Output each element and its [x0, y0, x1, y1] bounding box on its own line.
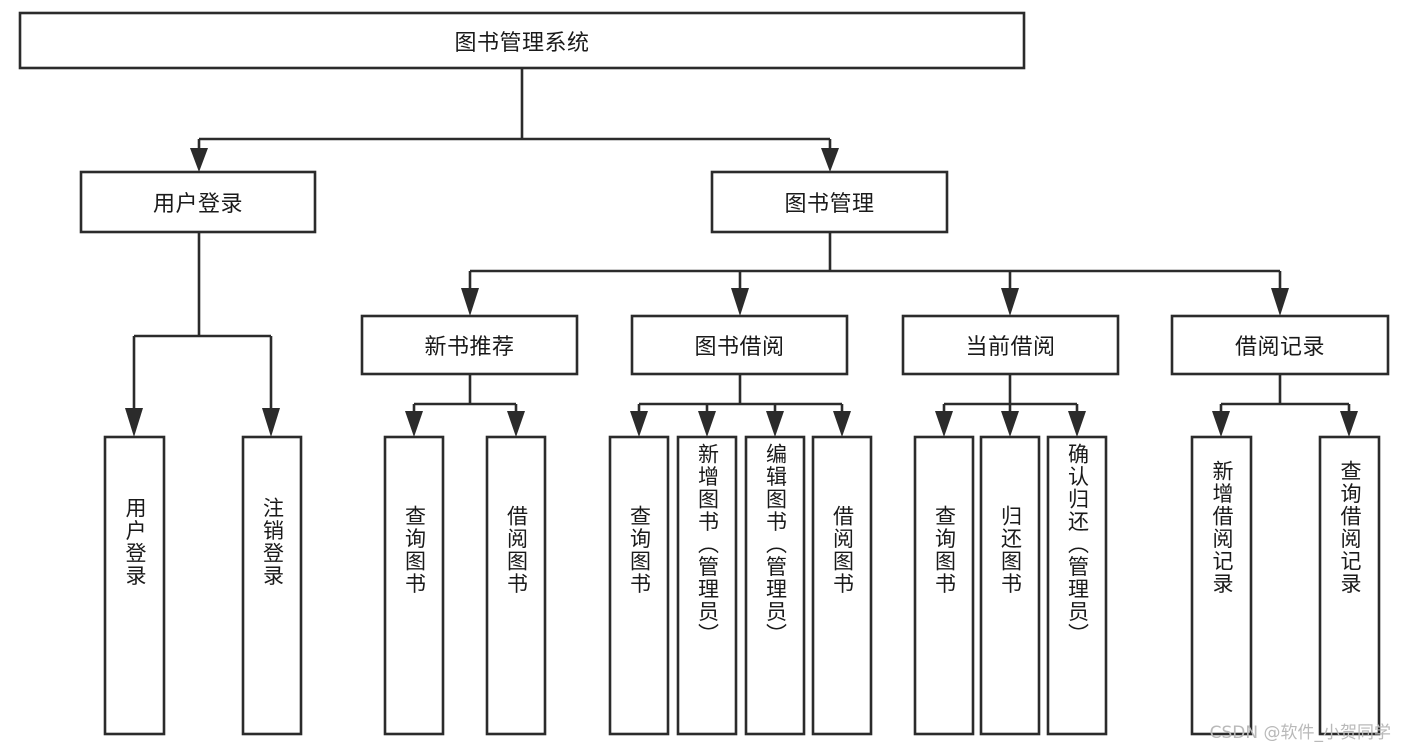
arrow-head-borrow-record	[1271, 288, 1289, 316]
node-borrow-record[interactable]	[1170, 314, 1390, 376]
node-leaf-confirm-return[interactable]	[1046, 435, 1108, 736]
arrow-head-leaf-query-book-current	[935, 411, 953, 437]
arrow-head-leaf-return-book	[1001, 411, 1019, 437]
arrow-head-book-borrow	[731, 288, 749, 316]
arrow-head-leaf-add-book	[698, 411, 716, 437]
arrow-head-leaf-edit-book	[766, 411, 784, 437]
arrow-head-current-borrow	[1001, 288, 1019, 316]
node-leaf-edit-book[interactable]	[744, 435, 806, 736]
node-leaf-add-book[interactable]	[676, 435, 738, 736]
node-leaf-borrow-book-recommend[interactable]	[485, 435, 547, 736]
arrow-head-leaf-query-book-borrow	[630, 411, 648, 437]
node-current-borrow[interactable]	[901, 314, 1120, 376]
arrow-head-leaf-user-login	[125, 408, 143, 437]
node-leaf-borrow-book[interactable]	[811, 435, 873, 736]
node-root[interactable]	[18, 11, 1026, 70]
node-leaf-query-book-recommend[interactable]	[383, 435, 445, 736]
arrow-head-new-book-recommend	[461, 288, 479, 316]
arrow-head-leaf-borrow-book-recommend	[507, 411, 525, 437]
arrow-head-leaf-logout	[262, 408, 280, 437]
node-book-manage[interactable]	[710, 170, 949, 234]
csdn-watermark: CSDN @软件_小贺同学	[1209, 723, 1391, 743]
arrow-head-book-manage	[821, 148, 839, 172]
node-leaf-add-borrow-record[interactable]	[1190, 435, 1253, 736]
node-book-borrow[interactable]	[630, 314, 849, 376]
node-leaf-return-book[interactable]	[979, 435, 1041, 736]
node-leaf-query-borrow-record[interactable]	[1318, 435, 1381, 736]
node-leaf-logout[interactable]	[241, 435, 303, 736]
node-leaf-user-login[interactable]	[103, 435, 166, 736]
connector-layer	[125, 68, 1358, 437]
arrow-head-leaf-borrow-book	[833, 411, 851, 437]
node-leaf-query-book-current[interactable]	[913, 435, 975, 736]
arrow-head-leaf-confirm-return	[1068, 411, 1086, 437]
node-layer	[18, 11, 1390, 736]
arrow-head-leaf-add-borrow-record	[1212, 411, 1230, 437]
arrow-head-user-login	[190, 148, 208, 172]
arrow-head-leaf-query-borrow-record	[1340, 411, 1358, 437]
node-leaf-query-book-borrow[interactable]	[608, 435, 670, 736]
node-user-login[interactable]	[79, 170, 317, 234]
node-new-book-recommend[interactable]	[360, 314, 579, 376]
arrow-head-leaf-query-book-recommend	[405, 411, 423, 437]
